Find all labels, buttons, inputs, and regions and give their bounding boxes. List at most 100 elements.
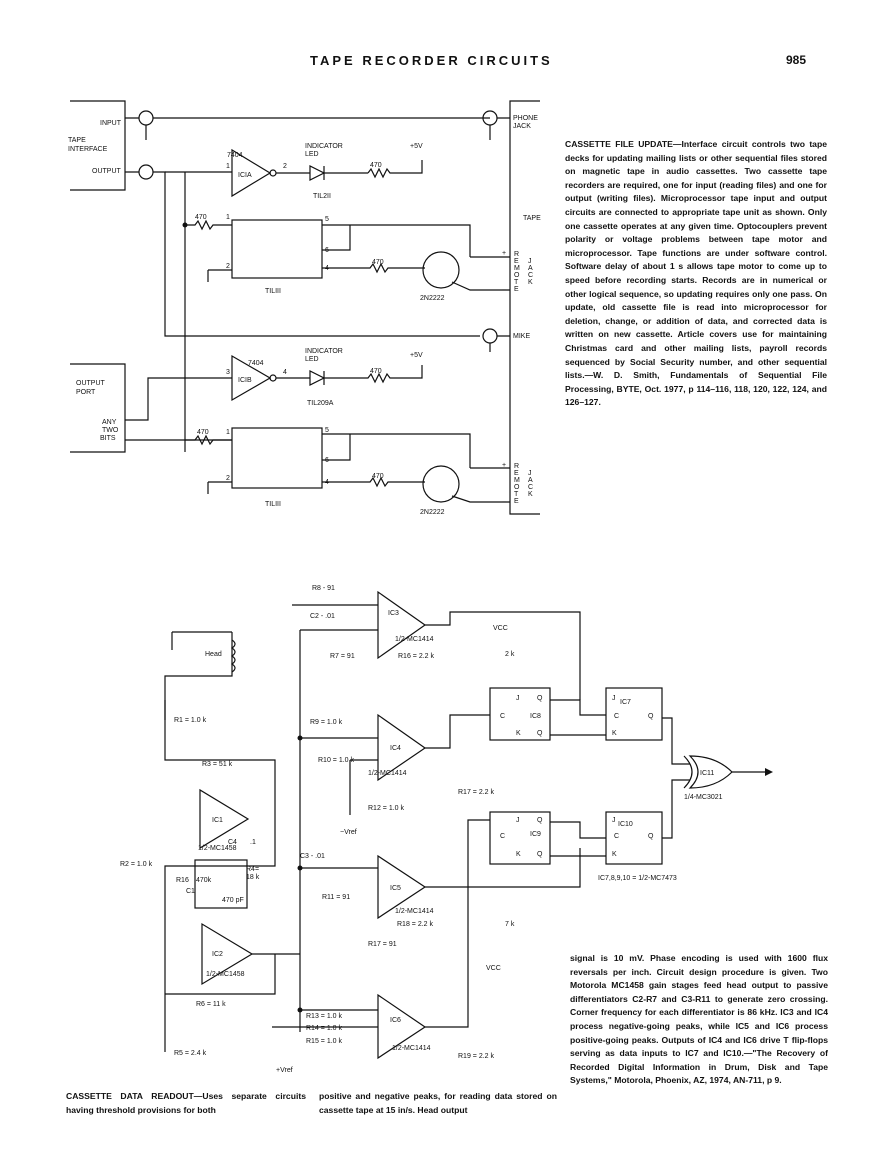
label-ic5: IC5	[390, 885, 401, 892]
letter: J	[528, 258, 532, 265]
ff-pin-label: K	[516, 730, 521, 737]
caption-1-body: Interface circuit controls two tape deck…	[565, 139, 827, 408]
label-c1: C1	[186, 888, 195, 895]
label-led-a: LED	[305, 151, 319, 158]
transistor-2n2222-b-icon	[422, 465, 460, 503]
label-5v-a: +5V	[410, 143, 423, 150]
label-r16b-val: 470k	[196, 877, 212, 884]
label-tape-deck: TAPE	[523, 215, 541, 222]
label-ic4-type: 1/2-MC1414	[368, 770, 407, 777]
label-ic11: IC11	[700, 770, 714, 777]
ff-pin-label: Q	[537, 730, 543, 737]
opamp-ic3-icon	[377, 590, 427, 660]
label-ic4: IC4	[390, 745, 401, 752]
polarity-label: +	[502, 462, 506, 469]
label-til209a: TIL209A	[307, 400, 334, 407]
label-ic9: IC9	[530, 831, 541, 838]
letter: C	[528, 272, 533, 279]
indicator-led-icon	[309, 165, 326, 181]
remote-jack-b-letters: R E M O T E J A C K	[514, 463, 533, 505]
label-r2k: 2 k	[505, 651, 515, 658]
gate-ic1b-icon	[231, 354, 272, 402]
letter: T	[514, 279, 519, 286]
caption-data-readout-col1: CASSETTE DATA READOUT—Uses separate circ…	[66, 1090, 306, 1117]
label-ic3: IC3	[388, 610, 399, 617]
pin-label: 6	[325, 247, 329, 254]
label-ic1: IC1	[212, 817, 223, 824]
label-r15: R15 = 1.0 k	[306, 1038, 342, 1045]
resistor-label: 470	[372, 473, 384, 480]
label-c4: C4	[228, 839, 237, 846]
label-ic6-type: 1/2-MC1414	[392, 1045, 431, 1052]
label-r5: R5 = 2.4 k	[174, 1050, 207, 1057]
flipflop-ic8	[489, 687, 551, 741]
label-r17a: R17 = 2.2 k	[458, 789, 494, 796]
pin-label: 3	[226, 369, 230, 376]
label-r16b: R16	[176, 877, 189, 884]
pin-label: 1	[226, 163, 230, 170]
pin-label: 6	[325, 457, 329, 464]
polarity-label: +	[502, 250, 506, 257]
label-vref-pos: +Vref	[276, 1067, 293, 1074]
label-c2: C2 - .01	[310, 613, 335, 620]
letter: R	[514, 463, 519, 470]
label-c1-val: 470 pF	[222, 897, 244, 904]
letter: O	[514, 484, 520, 491]
ff-pin-label: C	[614, 713, 619, 720]
pin-label: 1	[226, 429, 230, 436]
output-port-block	[70, 363, 126, 453]
head-wire	[164, 631, 233, 720]
ff-pin-label: J	[612, 817, 616, 824]
schematic-cassette-data-readout: Head R1 = 1.0 k R3 = 51 k IC1 1/2-MC1458…	[120, 585, 773, 1074]
ff-pin-label: Q	[648, 833, 654, 840]
label-indicator-b: INDICATOR	[305, 348, 343, 355]
label-r13: R13 = 1.0 k	[306, 1013, 342, 1020]
label-led-b: LED	[305, 356, 319, 363]
remote-jack-a-letters: R E M O T E J A C K	[514, 251, 533, 293]
label-mike: MIKE	[513, 333, 530, 340]
letter: C	[528, 484, 533, 491]
caption-2-part-b: positive and negative peaks, for reading…	[319, 1091, 557, 1115]
optocoupler-lower	[231, 427, 323, 489]
label-head: Head	[205, 651, 222, 658]
page-number: 985	[786, 53, 807, 67]
pin-label: 4	[283, 369, 287, 376]
polarity-label: −	[502, 499, 506, 506]
label-5v-b: +5V	[410, 352, 423, 359]
label-ic7: IC7	[620, 699, 631, 706]
label-mc7473: IC7,8,9,10 = 1/2-MC7473	[598, 875, 677, 882]
resistor-label: 470	[370, 162, 382, 169]
xor-gate-ic11-icon	[688, 755, 733, 789]
letter: M	[514, 265, 520, 272]
page-header-title: TAPE RECORDER CIRCUITS	[310, 53, 553, 68]
label-r4: R4=	[246, 866, 259, 873]
label-jack: JACK	[513, 123, 531, 130]
pin-label: 5	[325, 216, 329, 223]
letter: E	[514, 470, 519, 477]
label-output-port-2: PORT	[76, 389, 96, 396]
label-ic6: IC6	[390, 1017, 401, 1024]
label-r19: R19 = 2.2 k	[458, 1053, 494, 1060]
pin-label: 4	[325, 265, 329, 272]
label-r1: R1 = 1.0 k	[174, 717, 207, 724]
letter: T	[514, 491, 519, 498]
letter: R	[514, 251, 519, 258]
label-r8: R8 - 91	[312, 585, 335, 592]
opamp-ic1-icon	[199, 788, 250, 850]
resistor-label: 470	[195, 214, 207, 221]
ff-pin-label: Q	[537, 851, 543, 858]
label-7404-b: 7404	[248, 360, 264, 367]
ff-pin-label: K	[612, 730, 617, 737]
label-ic8: IC8	[530, 713, 541, 720]
letter: J	[528, 470, 532, 477]
label-r17b: R17 = 91	[368, 941, 397, 948]
letter: E	[514, 258, 519, 265]
opamp-ic2-icon	[201, 922, 254, 986]
label-phone: PHONE	[513, 115, 538, 122]
label-til211: TIL2II	[313, 193, 331, 200]
resistor-label: 470	[197, 429, 209, 436]
ff-pin-label: K	[612, 851, 617, 858]
label-bits: BITS	[100, 435, 116, 442]
opamp-ic4-icon	[377, 713, 427, 782]
